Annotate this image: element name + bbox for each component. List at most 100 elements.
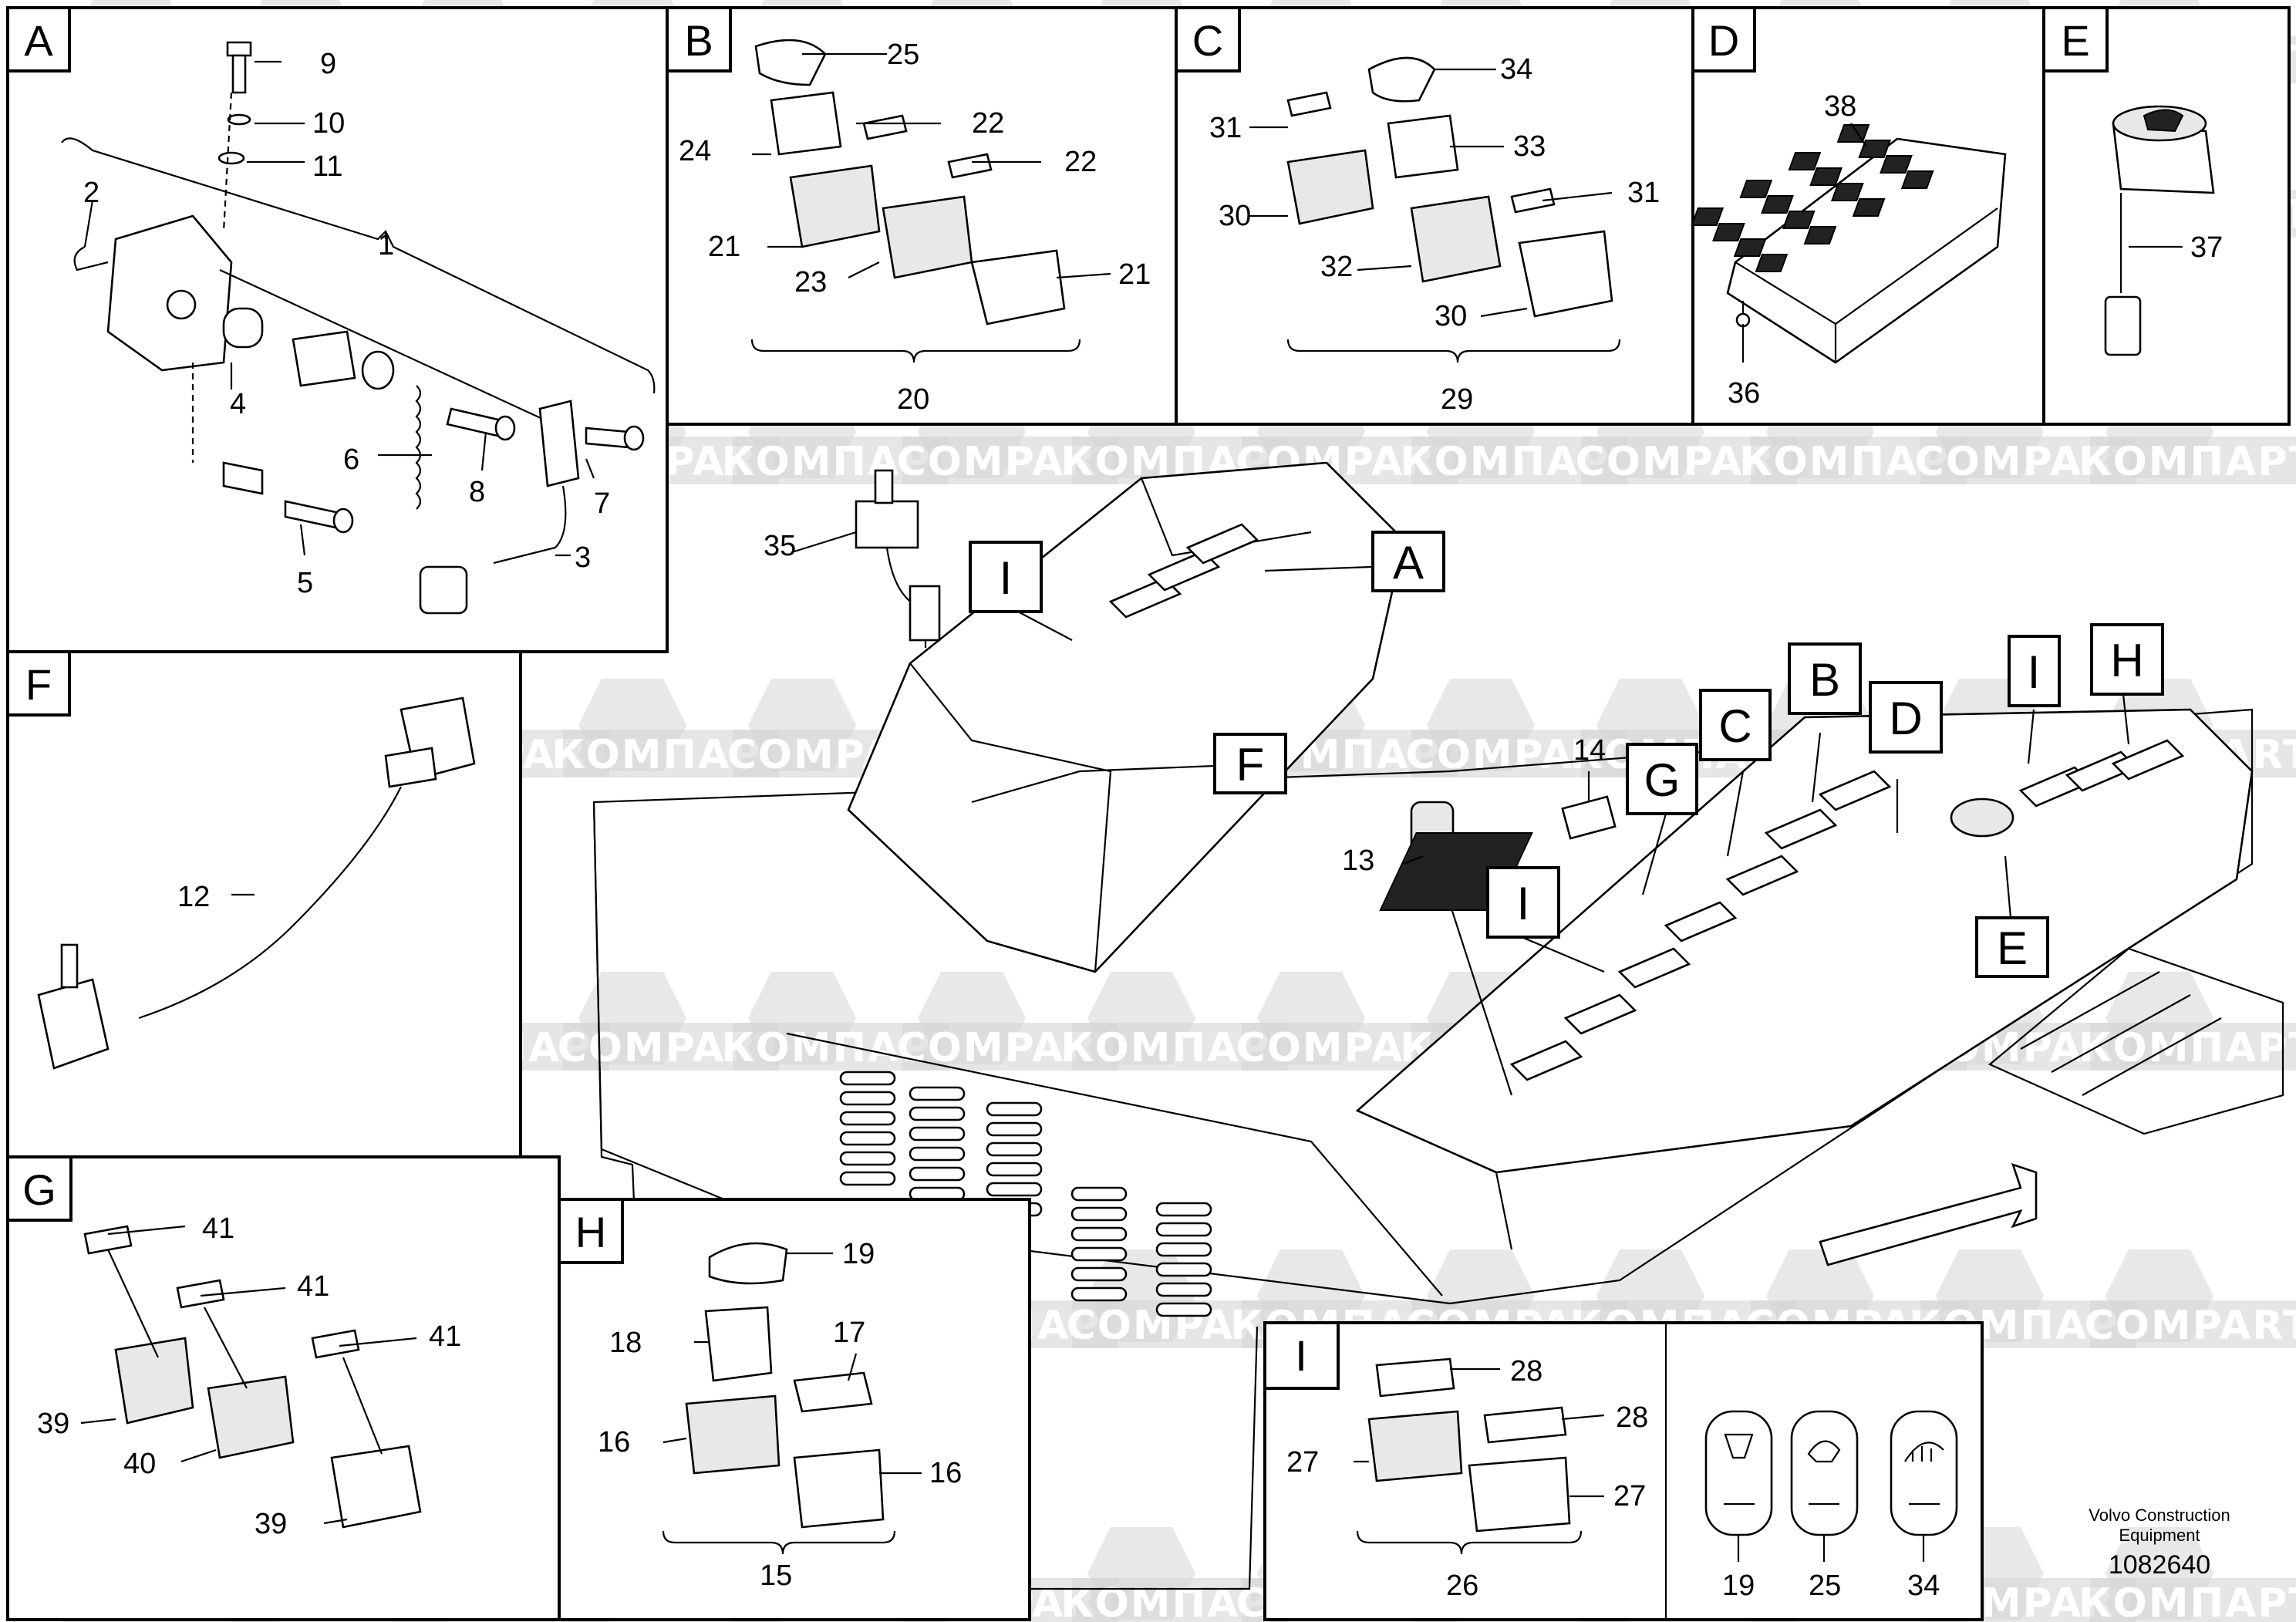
svg-text:34: 34 bbox=[1907, 1570, 1940, 1602]
rocker-switch-19 bbox=[1704, 1410, 1773, 1562]
label-35: 35 bbox=[764, 530, 796, 562]
panel-g: G 41 41 41 39 40 39 bbox=[6, 1155, 561, 1621]
console-switch bbox=[1185, 523, 1259, 565]
wiper-icon bbox=[1724, 1433, 1754, 1459]
vent-slot bbox=[986, 1182, 1043, 1197]
vent-slot bbox=[986, 1101, 1043, 1117]
machine-icon bbox=[1807, 1440, 1841, 1463]
vent-slots bbox=[839, 1071, 1212, 1317]
console-switch bbox=[1509, 1040, 1583, 1081]
connector-f bbox=[909, 585, 941, 642]
vent-slot bbox=[839, 1071, 896, 1086]
keypad-key bbox=[1803, 226, 1837, 244]
keypad-d bbox=[1726, 137, 2007, 364]
vent-slot bbox=[839, 1091, 896, 1106]
panel-i: I 28 28 27 27 26 19 25 bbox=[1263, 1321, 1984, 1621]
svg-text:COMPART: COMPART bbox=[2085, 1303, 2296, 1349]
vent-slot bbox=[1070, 1266, 1128, 1282]
svg-text:КОМПАРТ: КОМПАРТ bbox=[2079, 439, 2296, 485]
svg-text:27: 27 bbox=[1286, 1446, 1319, 1479]
cover-14 bbox=[1561, 795, 1617, 840]
svg-text:F: F bbox=[1236, 739, 1265, 791]
svg-text:24: 24 bbox=[679, 135, 711, 167]
svg-text:5: 5 bbox=[297, 567, 313, 599]
panel-a: A 9 bbox=[6, 6, 669, 653]
svg-text:29: 29 bbox=[1441, 383, 1473, 416]
callout-i-1: I bbox=[969, 541, 1043, 613]
svg-text:39: 39 bbox=[255, 1508, 287, 1540]
svg-text:B: B bbox=[1809, 654, 1840, 706]
direction-arrow-icon bbox=[1819, 1162, 2038, 1266]
vent-slot bbox=[839, 1151, 896, 1166]
callout-boxes: A F I I G C B D I H E bbox=[969, 531, 2164, 978]
svg-text:H: H bbox=[2110, 635, 2143, 686]
svg-text:41: 41 bbox=[297, 1270, 329, 1303]
svg-text:12: 12 bbox=[177, 881, 210, 913]
svg-text:39: 39 bbox=[37, 1408, 69, 1440]
panel-b: B 25 24 22 22 21 23 21 20 bbox=[666, 6, 1178, 426]
svg-text:I: I bbox=[1517, 878, 1530, 929]
keypad-key bbox=[1691, 207, 1725, 226]
drawing-number: 1082640 bbox=[2109, 1550, 2210, 1580]
vent-slot bbox=[986, 1121, 1043, 1137]
console-switch bbox=[1818, 770, 1892, 811]
svg-text:4: 4 bbox=[230, 388, 246, 420]
console-switch bbox=[1617, 947, 1691, 989]
vent-slot bbox=[1070, 1246, 1128, 1262]
drawing-footer: Volvo Construction Equipment 1082640 bbox=[2089, 1506, 2230, 1580]
svg-text:28: 28 bbox=[1616, 1401, 1648, 1434]
svg-text:21: 21 bbox=[1118, 258, 1151, 291]
svg-text:E: E bbox=[2061, 16, 2089, 65]
keypad-key bbox=[1788, 152, 1822, 170]
svg-text:16: 16 bbox=[598, 1426, 630, 1458]
vent-slot bbox=[839, 1111, 896, 1126]
knob-e bbox=[1950, 798, 2014, 838]
svg-text:E: E bbox=[1997, 922, 2028, 974]
vent-slot bbox=[839, 1131, 896, 1146]
svg-text:19: 19 bbox=[842, 1238, 875, 1270]
vent-slot bbox=[839, 1171, 896, 1186]
watermark-tile: КОМПАРТ bbox=[2079, 1527, 2296, 1622]
svg-text:A: A bbox=[24, 16, 53, 65]
keypad-key bbox=[1880, 155, 1913, 174]
svg-text:1: 1 bbox=[378, 229, 394, 261]
svg-text:9: 9 bbox=[320, 48, 336, 80]
svg-text:КОМПАРТ: КОМПАРТ bbox=[2079, 1025, 2296, 1071]
main-switch-rows bbox=[1108, 523, 2185, 1081]
svg-text:28: 28 bbox=[1510, 1355, 1542, 1388]
svg-text:I: I bbox=[1295, 1331, 1307, 1380]
vent-slot bbox=[909, 1166, 966, 1182]
vent-slot bbox=[1070, 1186, 1128, 1202]
svg-text:23: 23 bbox=[794, 266, 827, 298]
console-switch bbox=[1725, 855, 1799, 896]
svg-text:22: 22 bbox=[972, 107, 1004, 140]
vent-slot bbox=[1070, 1286, 1128, 1302]
svg-text:8: 8 bbox=[469, 476, 485, 508]
toggle-lever bbox=[874, 469, 894, 504]
svg-text:41: 41 bbox=[202, 1212, 234, 1245]
svg-text:10: 10 bbox=[312, 107, 345, 140]
keypad-key bbox=[1809, 167, 1843, 186]
svg-text:C: C bbox=[1718, 700, 1752, 752]
panel-f: F 12 bbox=[6, 650, 522, 1158]
svg-text:КОМПАРТ: КОМПАРТ bbox=[2079, 1580, 2296, 1622]
svg-text:6: 6 bbox=[343, 443, 359, 476]
svg-text:16: 16 bbox=[929, 1457, 962, 1489]
svg-text:D: D bbox=[1708, 16, 1739, 65]
svg-text:I: I bbox=[1000, 552, 1013, 604]
svg-text:20: 20 bbox=[897, 383, 929, 416]
svg-text:15: 15 bbox=[760, 1560, 792, 1592]
svg-text:A: A bbox=[1393, 537, 1424, 588]
keypad-key bbox=[1761, 195, 1794, 214]
callout-i-2: I bbox=[1486, 866, 1560, 939]
svg-text:30: 30 bbox=[1435, 300, 1467, 332]
rocker-switch-34 bbox=[1890, 1410, 1958, 1562]
svg-text:34: 34 bbox=[1500, 53, 1532, 86]
rocker-switch-25 bbox=[1790, 1410, 1859, 1562]
panel-c: C 34 31 33 30 31 32 30 29 bbox=[1175, 6, 1694, 426]
svg-text:38: 38 bbox=[1824, 90, 1856, 123]
vent-slot bbox=[986, 1162, 1043, 1177]
panel-e: E 37 bbox=[2042, 6, 2291, 426]
callout-f: F bbox=[1213, 733, 1287, 794]
svg-text:18: 18 bbox=[609, 1327, 642, 1359]
